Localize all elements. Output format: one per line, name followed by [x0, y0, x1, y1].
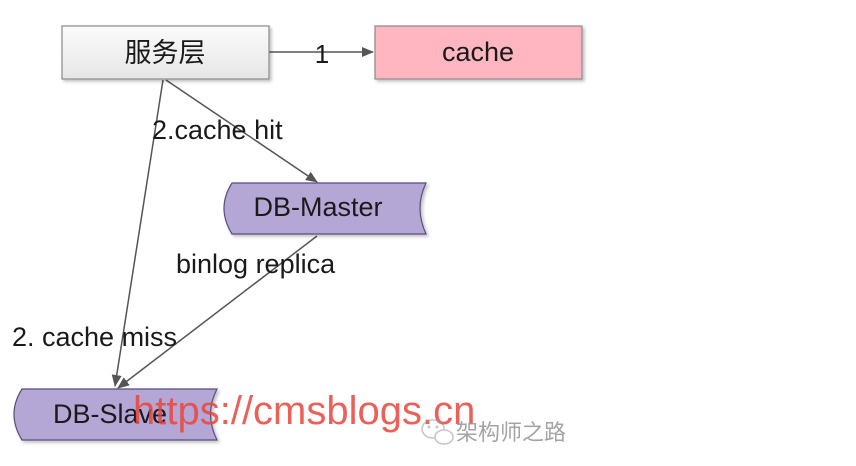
- wechat-icon: [421, 419, 454, 445]
- db-master-label: DB-Master: [253, 192, 382, 222]
- cache-box: [374, 25, 583, 80]
- service-layer-box: [61, 25, 270, 80]
- service-layer-label: 服务层: [125, 38, 206, 69]
- edge-label-binlog-replica: binlog replica: [176, 249, 336, 279]
- edge-label-cache-hit: 2.cache hit: [152, 115, 283, 145]
- edges: [111, 47, 374, 389]
- service-layer-node: 服务层: [61, 25, 270, 80]
- db-slave-node: DB-Slave: [13, 388, 218, 441]
- db-master-shape: [223, 182, 427, 235]
- edge-service-to-db-slave: [111, 79, 164, 387]
- cache-label: cache: [442, 37, 514, 67]
- edge-master-to-slave: [117, 235, 318, 389]
- cache-node: cache: [374, 25, 583, 80]
- watermark-url: https://cmsblogs.cn: [133, 389, 475, 433]
- db-slave-label: DB-Slave: [53, 399, 167, 429]
- db-master-node: DB-Master: [223, 182, 427, 235]
- watermark-wechat-account: 架构师之路: [456, 421, 566, 446]
- edge-label-1: 1: [315, 39, 329, 69]
- db-slave-shape: [13, 388, 218, 441]
- edge-label-cache-miss: 2. cache miss: [12, 322, 177, 352]
- edge-service-to-db-master: [165, 79, 318, 183]
